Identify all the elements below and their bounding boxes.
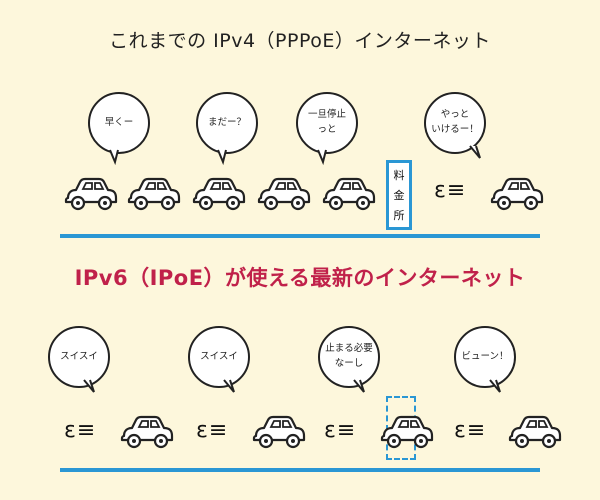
speed-lines-icon: ε≡ (196, 418, 229, 443)
speech-bubble-smooth: スイスイ (48, 326, 110, 388)
speech-bubble-smooth: スイスイ (188, 326, 250, 388)
speed-lines-icon: ε≡ (324, 418, 357, 443)
road-line (60, 234, 540, 238)
speech-bubble-tail (217, 149, 227, 166)
car-icon (508, 415, 562, 449)
speech-bubble-tail (83, 379, 95, 393)
ipv4-section-title: これまでの IPv4（PPPoE）インターネット (109, 30, 491, 52)
speed-lines-icon: ε≡ (454, 418, 487, 443)
car-icon (64, 177, 118, 211)
speech-bubble-no-stop: 止まる必要 なーし (318, 326, 380, 388)
car-icon (380, 415, 434, 449)
speech-bubble-zoom: ビューン！ (454, 326, 516, 388)
car-icon (192, 177, 246, 211)
toll-booth-char: 料 (393, 168, 405, 182)
speech-bubble-hurry: 早くー (88, 92, 150, 154)
toll-booth-char: 所 (393, 208, 405, 222)
car-icon (322, 177, 376, 211)
car-icon (257, 177, 311, 211)
car-icon (127, 177, 181, 211)
speech-bubble-tail (223, 379, 235, 393)
speech-bubble-tail (353, 379, 365, 393)
speech-bubble-tail (317, 149, 327, 166)
speech-bubble-tail (489, 379, 501, 393)
speech-bubble-finally: やっと いけるー！ (424, 92, 486, 154)
speed-lines-icon: ε≡ (64, 418, 97, 443)
car-icon (252, 415, 306, 449)
speed-lines-icon: ε≡ (434, 178, 467, 203)
toll-booth: 料 金 所 (386, 160, 412, 230)
speech-bubble-tail (469, 145, 481, 159)
speech-bubble-tail (109, 149, 119, 166)
road-line (60, 468, 540, 472)
speech-bubble-stop: 一旦停止 っと (296, 92, 358, 154)
car-icon (490, 177, 544, 211)
car-icon (120, 415, 174, 449)
ipv6-section-title: IPv6（IPoE）が使える最新のインターネット (74, 266, 526, 290)
toll-booth-char: 金 (393, 188, 405, 202)
speech-bubble-not-yet: まだー？ (196, 92, 258, 154)
